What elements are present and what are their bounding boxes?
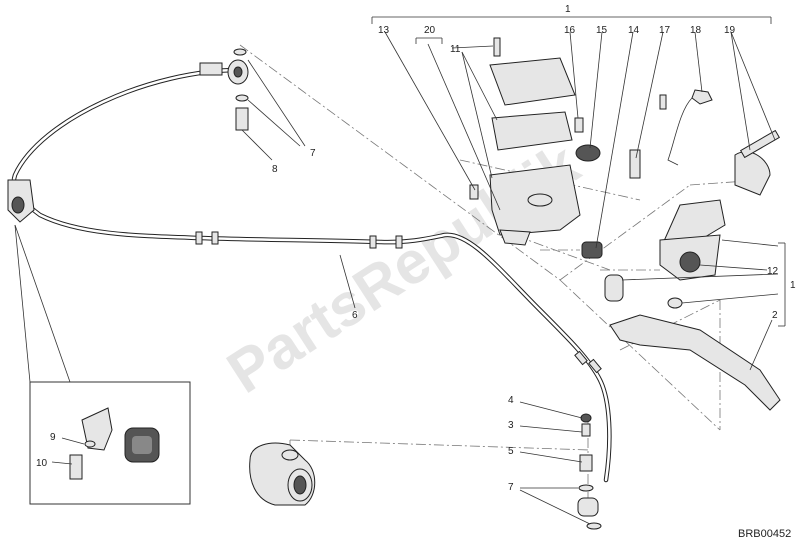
callout-15: 15 bbox=[596, 25, 608, 36]
callout-11: 11 bbox=[450, 44, 461, 55]
callout-13: 13 bbox=[378, 25, 390, 36]
callout-8: 8 bbox=[272, 164, 278, 175]
lever-assembly bbox=[604, 89, 781, 411]
callout-6: 6 bbox=[352, 310, 358, 321]
callout-16: 16 bbox=[564, 25, 576, 36]
reservoir-assembly bbox=[469, 37, 603, 259]
clutch-hose bbox=[11, 67, 612, 483]
diagram-code: BRB00452 bbox=[738, 528, 791, 540]
callout-17: 17 bbox=[659, 25, 671, 36]
callout-7-top: 7 bbox=[310, 148, 316, 159]
banjo-fitting-top bbox=[199, 48, 249, 131]
callout-3: 3 bbox=[508, 420, 514, 431]
callouts: 1 1 2 3 4 5 6 7 7 8 9 10 11 12 13 14 15 … bbox=[36, 4, 796, 493]
callout-19: 19 bbox=[724, 25, 736, 36]
bracket-1-top bbox=[371, 16, 772, 24]
callout-1-top: 1 bbox=[565, 4, 571, 15]
callout-1-right: 1 bbox=[790, 280, 796, 291]
callout-7-bottom: 7 bbox=[508, 482, 514, 493]
inset-clip-detail bbox=[14, 224, 191, 505]
callout-4: 4 bbox=[508, 395, 514, 406]
callout-10: 10 bbox=[36, 458, 48, 469]
callout-14: 14 bbox=[628, 25, 640, 36]
callout-12: 12 bbox=[767, 266, 779, 277]
bracket-1-right bbox=[778, 242, 786, 327]
leader-lines bbox=[51, 31, 779, 525]
callout-2: 2 bbox=[772, 310, 778, 321]
callout-18: 18 bbox=[690, 25, 702, 36]
callout-9: 9 bbox=[50, 432, 56, 443]
callout-5: 5 bbox=[508, 446, 514, 457]
slave-cylinder bbox=[249, 442, 316, 506]
callout-20: 20 bbox=[424, 25, 436, 36]
lower-fittings bbox=[577, 413, 602, 530]
bracket-20 bbox=[415, 37, 443, 44]
hose-clip bbox=[7, 179, 35, 223]
